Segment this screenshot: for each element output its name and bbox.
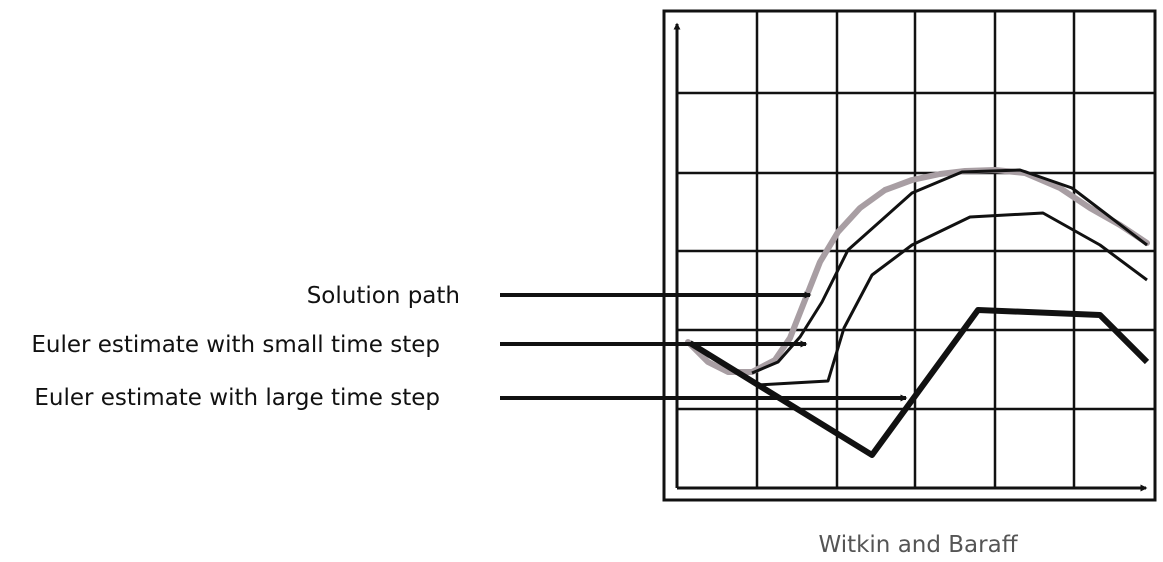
label-euler-small-step: Euler estimate with small time step [31, 332, 440, 358]
euler-large-step-curve [688, 307, 1150, 458]
euler-medium-step-curve [756, 211, 1148, 387]
plot-frame [662, 9, 1157, 502]
label-euler-large-step: Euler estimate with large time step [34, 385, 440, 411]
credit-caption: Witkin and Baraff [818, 532, 1018, 558]
label-solution-path: Solution path [307, 283, 460, 309]
plot-grid [677, 11, 1155, 488]
euler-small-step-curve [751, 168, 1148, 375]
